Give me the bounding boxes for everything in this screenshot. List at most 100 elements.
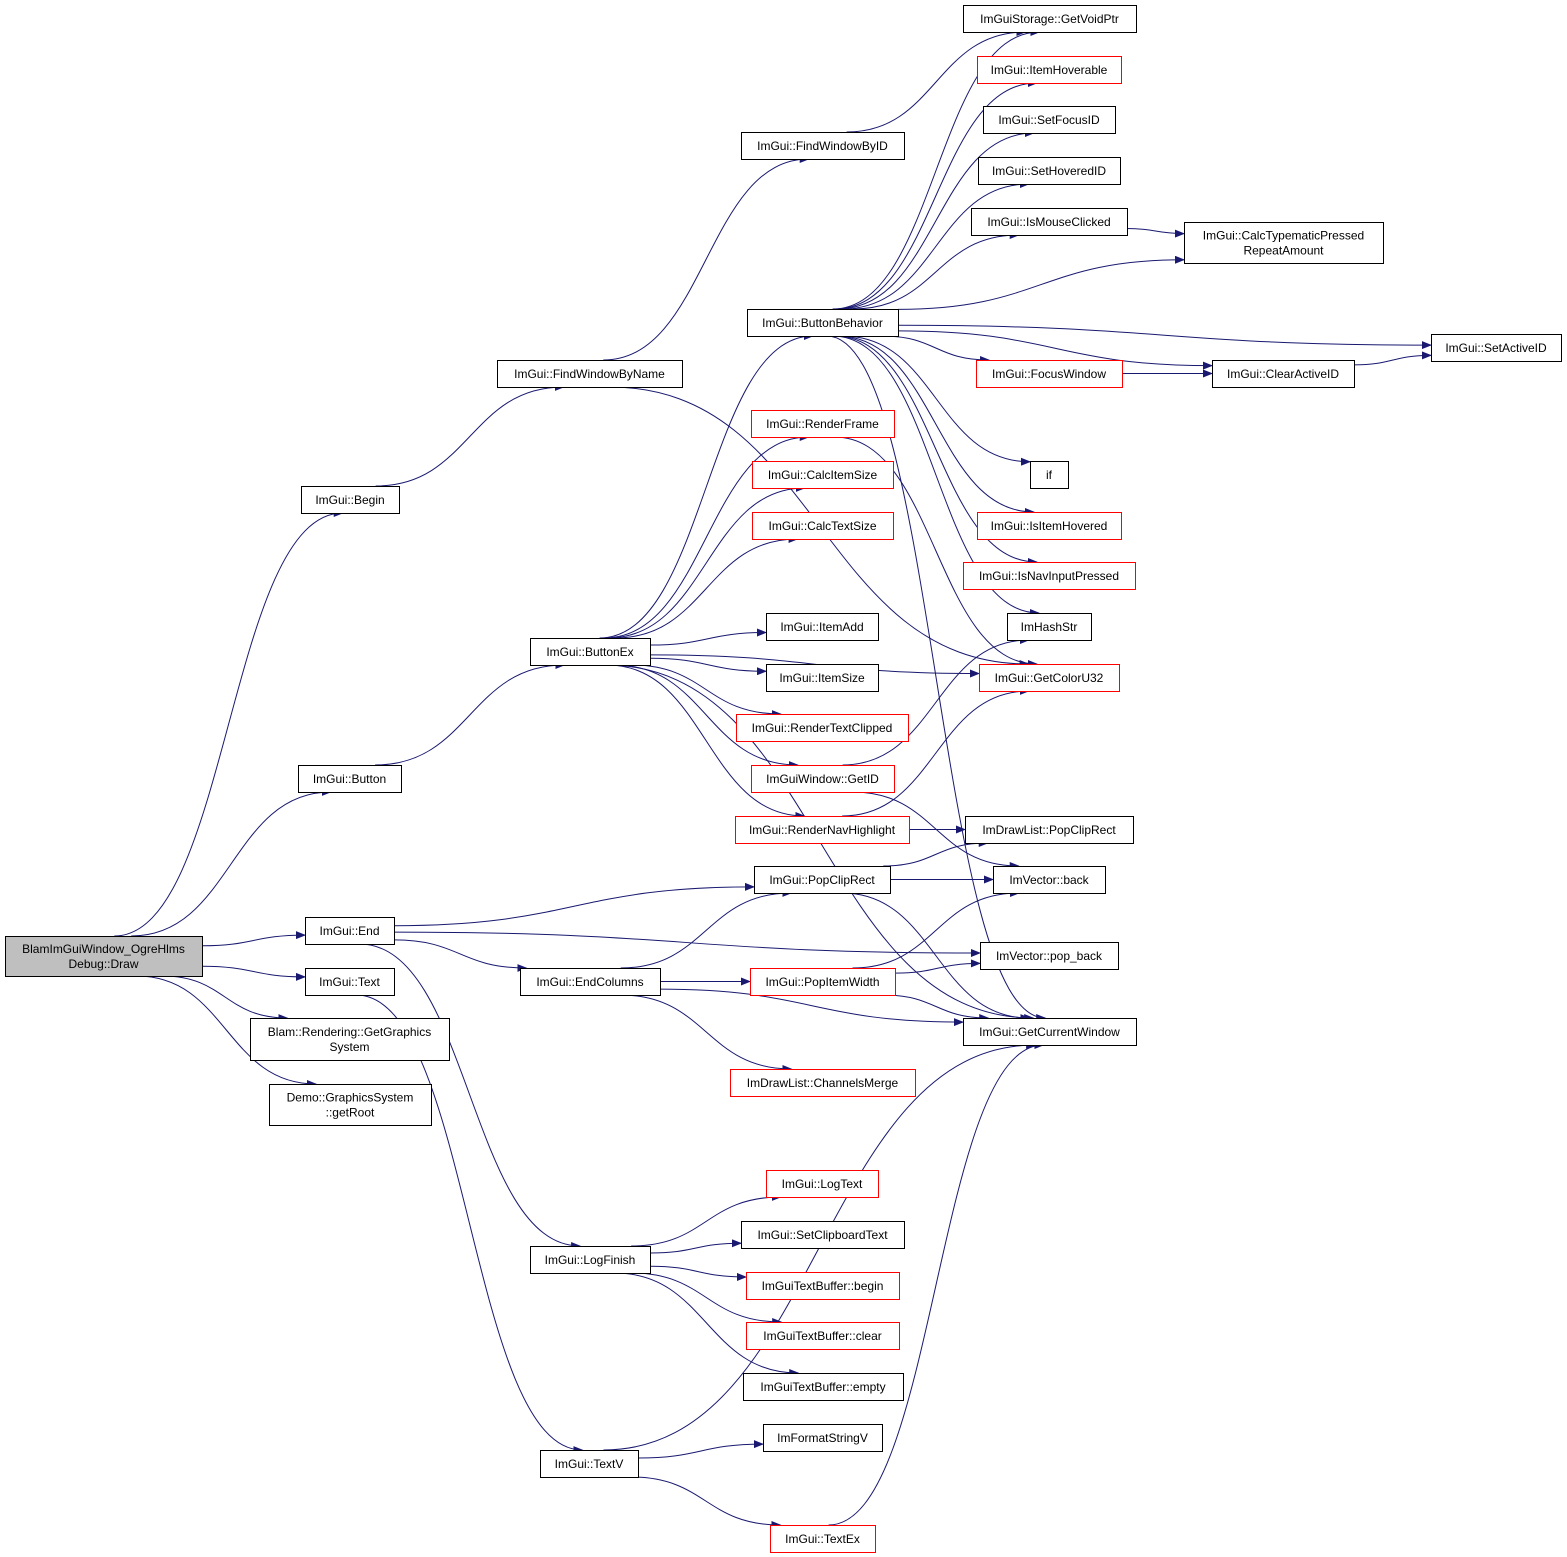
node-vecback[interactable]: ImVector::back xyxy=(993,866,1106,894)
edge-buttonex-to-btnbehavior xyxy=(599,332,814,639)
node-box-clearactiveid xyxy=(1212,360,1355,388)
node-logfinish[interactable]: ImGui::LogFinish xyxy=(530,1246,651,1274)
edge-rendernav-to-getcoloru32 xyxy=(842,687,1030,817)
node-label-button-0: ImGui::Button xyxy=(313,772,386,786)
node-formatstringv[interactable]: ImFormatStringV xyxy=(763,1424,883,1452)
node-rendertextclipped[interactable]: ImGui::RenderTextClipped xyxy=(736,714,909,742)
node-getcoloru32[interactable]: ImGui::GetColorU32 xyxy=(979,664,1120,692)
node-end[interactable]: ImGui::End xyxy=(305,917,395,945)
node-setactiveid[interactable]: ImGui::SetActiveID xyxy=(1431,334,1562,362)
node-renderframe[interactable]: ImGui::RenderFrame xyxy=(751,410,895,438)
node-focuswindow[interactable]: ImGui::FocusWindow xyxy=(976,360,1123,388)
node-box-popcliprect xyxy=(754,866,891,894)
node-if[interactable]: if xyxy=(1030,461,1069,489)
node-box-getcurrentwindow xyxy=(963,1018,1137,1046)
edge-popcliprect-to-dlpopcliprect xyxy=(883,839,989,867)
node-box-logfinish xyxy=(530,1246,651,1274)
node-button[interactable]: ImGui::Button xyxy=(298,765,402,793)
node-textv[interactable]: ImGui::TextV xyxy=(540,1450,639,1478)
node-buttonex[interactable]: ImGui::ButtonEx xyxy=(530,638,651,666)
node-label-btnbehavior-0: ImGui::ButtonBehavior xyxy=(762,316,883,330)
edge-buttonex-to-calctextsize xyxy=(614,535,799,639)
edge-btnbehavior-to-isitemhovered xyxy=(837,335,1035,516)
node-box-ismouseclicked xyxy=(971,208,1128,236)
node-setfocusid[interactable]: ImGui::SetFocusID xyxy=(983,106,1116,134)
edge-buttonex-to-renderframe xyxy=(603,433,810,639)
node-imhashstr[interactable]: ImHashStr xyxy=(1007,613,1092,641)
edge-end-to-logfinish xyxy=(359,943,582,1250)
node-label-getroot-0: Demo::GraphicsSystem xyxy=(287,1091,414,1105)
node-label-root-1: Debug::Draw xyxy=(68,957,138,971)
node-box-getroot xyxy=(269,1084,432,1126)
node-label-itemadd-0: ImGui::ItemAdd xyxy=(780,620,863,634)
node-label-textv-0: ImGui::TextV xyxy=(555,1457,624,1471)
node-sethoveredid[interactable]: ImGui::SetHoveredID xyxy=(978,157,1121,185)
node-popcliprect[interactable]: ImGui::PopClipRect xyxy=(754,866,891,894)
node-ismouseclicked[interactable]: ImGui::IsMouseClicked xyxy=(971,208,1128,236)
edge-endcols-to-channelsmerge xyxy=(621,994,793,1073)
node-endcols[interactable]: ImGui::EndColumns xyxy=(520,968,661,996)
edge-root-to-end xyxy=(201,931,306,947)
node-text[interactable]: ImGui::Text xyxy=(305,968,395,996)
edge-renderframe-to-getcoloru32 xyxy=(834,436,1038,668)
node-getcurrentwindow[interactable]: ImGui::GetCurrentWindow xyxy=(963,1018,1137,1046)
edge-btnbehavior-to-itemhoverable xyxy=(834,79,1038,310)
edge-buttonex-to-itemsize xyxy=(649,657,767,676)
node-label-calctextsize-0: ImGui::CalcTextSize xyxy=(768,519,876,533)
node-btnbehavior[interactable]: ImGui::ButtonBehavior xyxy=(747,309,899,337)
node-layer: BlamImGuiWindow_OgreHlmsDebug::DrawImGui… xyxy=(5,5,1562,1553)
node-logtext[interactable]: ImGui::LogText xyxy=(766,1170,879,1198)
node-label-endcols-0: ImGui::EndColumns xyxy=(536,975,643,989)
node-itemsize[interactable]: ImGui::ItemSize xyxy=(766,664,879,692)
node-box-getcoloru32 xyxy=(979,664,1120,692)
node-tbempty[interactable]: ImGuiTextBuffer::empty xyxy=(743,1373,904,1401)
node-calcitemsize[interactable]: ImGui::CalcItemSize xyxy=(752,461,894,489)
edge-popitemwidth-to-vecpopback xyxy=(894,959,981,974)
node-box-itemhoverable xyxy=(977,56,1122,84)
node-box-imhashstr xyxy=(1007,613,1092,641)
node-itemhoverable[interactable]: ImGui::ItemHoverable xyxy=(977,56,1122,84)
node-isitemhovered[interactable]: ImGui::IsItemHovered xyxy=(977,512,1122,540)
edge-btnbehavior-to-ismouseclicked xyxy=(852,231,1020,310)
node-label-clearactiveid-0: ImGui::ClearActiveID xyxy=(1227,367,1339,381)
edge-popcliprect-to-getcurrentwindow xyxy=(842,892,1031,1022)
node-vecpopback[interactable]: ImVector::pop_back xyxy=(980,942,1119,970)
node-isnavinput[interactable]: ImGui::IsNavInputPressed xyxy=(963,562,1136,590)
node-label-setclipboard-0: ImGui::SetClipboardText xyxy=(757,1228,888,1242)
node-getvoidptr[interactable]: ImGuiStorage::GetVoidPtr xyxy=(963,5,1137,33)
edge-buttonex-to-rendernav xyxy=(607,664,806,820)
node-calctextsize[interactable]: ImGui::CalcTextSize xyxy=(752,512,894,540)
node-rendernav[interactable]: ImGui::RenderNavHighlight xyxy=(735,816,910,844)
node-box-end xyxy=(305,917,395,945)
node-textex[interactable]: ImGui::TextEx xyxy=(770,1525,876,1553)
node-channelsmerge[interactable]: ImDrawList::ChannelsMerge xyxy=(730,1069,916,1097)
node-tbbegin[interactable]: ImGuiTextBuffer::begin xyxy=(746,1272,900,1300)
node-box-focuswindow xyxy=(976,360,1123,388)
node-box-calcitemsize xyxy=(752,461,894,489)
node-box-channelsmerge xyxy=(730,1069,916,1097)
node-label-sethoveredid-0: ImGui::SetHoveredID xyxy=(992,164,1106,178)
edge-button-to-buttonex xyxy=(375,661,566,766)
node-setclipboard[interactable]: ImGui::SetClipboardText xyxy=(741,1221,905,1249)
node-begin[interactable]: ImGui::Begin xyxy=(301,486,400,514)
node-clearactiveid[interactable]: ImGui::ClearActiveID xyxy=(1212,360,1355,388)
node-label-getid-0: ImGuiWindow::GetID xyxy=(766,772,879,786)
edge-root-to-text xyxy=(201,965,306,981)
node-findbyid[interactable]: ImGui::FindWindowByID xyxy=(741,132,905,160)
node-popitemwidth[interactable]: ImGui::PopItemWidth xyxy=(750,968,896,996)
node-tbclear[interactable]: ImGuiTextBuffer::clear xyxy=(746,1322,900,1350)
node-box-getvoidptr xyxy=(963,5,1137,33)
edge-btnbehavior-to-imhashstr xyxy=(832,335,1040,617)
node-findbyname[interactable]: ImGui::FindWindowByName xyxy=(497,360,683,388)
node-itemadd[interactable]: ImGui::ItemAdd xyxy=(766,613,879,641)
node-box-tbclear xyxy=(746,1322,900,1350)
edge-textv-to-textex xyxy=(631,1476,782,1529)
node-dlpopcliprect[interactable]: ImDrawList::PopClipRect xyxy=(965,816,1134,844)
edge-findbyid-to-getvoidptr xyxy=(846,28,1027,133)
node-getroot[interactable]: Demo::GraphicsSystem::getRoot xyxy=(269,1084,432,1126)
node-getid[interactable]: ImGuiWindow::GetID xyxy=(751,765,895,793)
